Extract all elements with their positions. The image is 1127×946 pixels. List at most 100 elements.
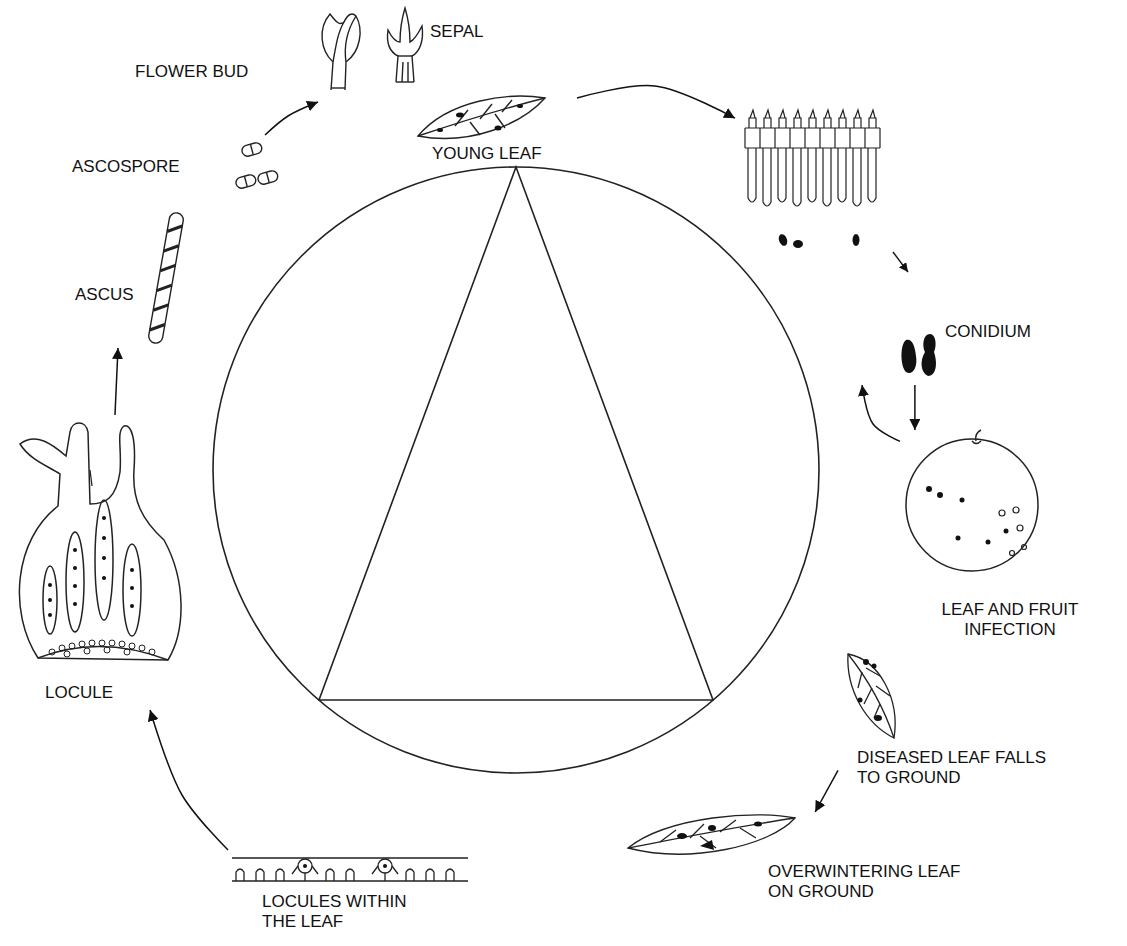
diseased-leaf-drawing-part [848,654,895,738]
overwintering-leaf-drawing-part [754,822,762,827]
conidiophore-tissue-drawing-part [853,234,860,246]
locule-drawing-part [48,516,134,617]
locule-drawing-part [73,602,77,606]
leaf-section-drawing-part [292,866,398,881]
stage-node: ASCUS [70,208,190,348]
locule-drawing-part [130,568,134,572]
diseased-leaf-drawing-part [863,659,869,665]
locule-drawing-part [102,556,106,560]
cycle-arrow [577,86,735,119]
leaf-section-drawing-part [236,869,454,881]
stage-label: LEAF AND FRUIT INFECTION [910,600,1110,640]
ascospore-drawing-part [244,176,247,187]
diseased-leaf-drawing-part [872,664,877,669]
stage-node: LOCULES WITHIN THE LEAF [228,850,473,940]
locule-drawing-part [149,649,155,655]
stage-node: OVERWINTERING LEAF ON GROUND [625,812,995,912]
stage-label: ASCUS [75,285,134,305]
stage-label: LOCULE [45,683,113,703]
conidiophore-tissue-drawing-part [794,110,801,128]
locule-drawing-part [99,640,105,646]
ascus-drawing-part [148,212,185,344]
locule-drawing-part [124,649,130,655]
locule-drawing-part [89,640,95,646]
overwintering-leaf-drawing [628,815,795,854]
young-leaf-drawing-part [456,113,464,118]
locule-drawing-part [38,646,168,660]
apple-fruit-drawing-part [960,498,965,503]
locule-drawing-part [102,516,106,520]
apple-fruit-drawing-part [1010,551,1015,556]
stage-node: CONIDIUM [735,95,1065,385]
conidiophore-tissue-drawing-part [853,148,861,206]
conidium-drawing [902,334,937,376]
locule-drawing-part [95,500,113,620]
conidiophore-tissue-drawing-part [779,110,786,128]
leaf-section-drawing-part [303,864,387,868]
conidium-drawing-part [902,340,917,373]
stage-label: FLOWER BUD [135,62,248,82]
overwintering-leaf-drawing-part [677,833,687,839]
cycle-arrow [115,348,118,415]
stage-node: FLOWER BUD [130,10,365,102]
conidium-drawing-part [922,334,936,376]
ascospore-drawing-part [241,142,263,158]
flower-bud-drawing-part [333,22,344,62]
young-leaf-drawing-part [437,104,523,132]
conidiophore-tissue-drawing-part [824,110,831,128]
stage-node: ASCOSPORE [70,135,285,205]
conidiophore-tissue-drawing-part [839,110,846,128]
locule-drawing-part [129,643,135,649]
locule-drawing-part [48,613,52,617]
leaf-section-drawing-part [378,859,392,873]
locule-drawing-part [73,566,77,570]
young-leaf-drawing-part [495,126,502,131]
locule-drawing-part [84,648,90,654]
diseased-leaf-drawing-part [848,654,894,738]
stage-label: OVERWINTERING LEAF ON GROUND [768,862,963,902]
diseased-leaf-drawing-part [874,715,882,721]
overwintering-leaf-drawing-part [700,840,714,850]
locule-drawing-part [66,532,84,632]
young-leaf-drawing-part [437,128,443,132]
apple-fruit-drawing-part [986,540,991,545]
ascus-drawing-part [150,224,183,333]
young-leaf-drawing-part [418,96,545,138]
locule-drawing-part [73,584,77,588]
conidiophore-tissue-drawing [745,110,908,272]
locule-drawing-part [64,651,70,657]
conidiophore-tissue-drawing-part [745,128,880,148]
cycle-circle-part [213,167,819,773]
flower-bud-drawing-part [345,16,356,62]
diseased-leaf-drawing-part [858,668,890,718]
locule-drawing-part [19,423,181,660]
leaf-section-drawing-part [303,864,307,868]
cycle-arrow [150,710,228,850]
locule-drawing-part [49,640,155,657]
locule-drawing-part [69,643,75,649]
cycle-arrow [265,102,318,135]
apple-fruit-drawing-part [972,441,981,444]
ascospore-drawing-part [266,172,269,183]
conidiophore-tissue-drawing-part [868,148,876,202]
stage-label: SEPAL [430,22,484,42]
conidiophore-tissue-drawing-part [777,233,859,248]
locule-drawing-part [90,470,92,486]
cycle-arrow [914,385,916,430]
locule-drawing-part [119,641,125,647]
locule-drawing-part [130,586,134,590]
conidiophore-tissue-drawing-part [793,240,803,248]
young-leaf-drawing [418,96,545,138]
young-leaf-drawing-part [418,98,545,136]
sepal-drawing-part [402,62,408,82]
sepal-drawing-part [387,8,422,82]
diseased-leaf-drawing-part [858,698,863,703]
conidiophore-tissue-drawing-part [869,110,876,128]
cycle-arrow [862,385,900,441]
cycle-arrow [815,770,838,812]
conidiophore-tissue-drawing-part [893,252,908,272]
ascospore-drawing [235,142,279,190]
